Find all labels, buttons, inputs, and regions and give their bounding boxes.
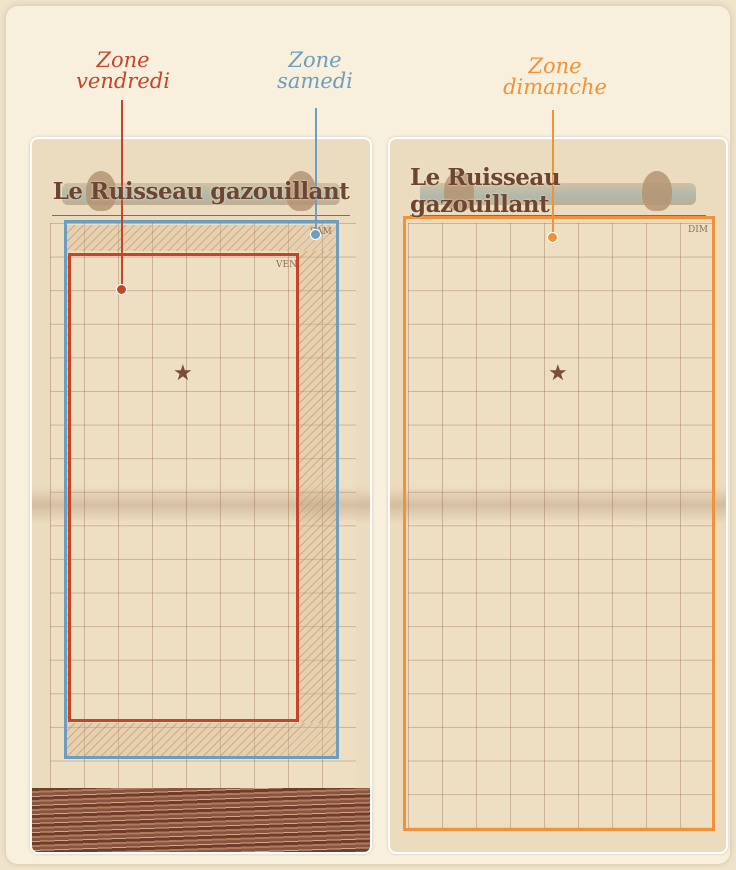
masthead-left: Le Ruisseau gazouillant (52, 167, 350, 215)
masthead-title: Le Ruisseau gazouillant (410, 164, 706, 218)
leader-samedi (315, 108, 317, 232)
label-samedi-line2: samedi (255, 71, 375, 92)
label-zone-samedi: Zone samedi (255, 50, 375, 92)
label-zone-dimanche: Zone dimanche (490, 56, 620, 98)
label-dimanche-line2: dimanche (490, 77, 620, 98)
wood-strip (32, 788, 370, 852)
label-dimanche-line1: Zone (490, 56, 620, 77)
label-samedi-line1: Zone (255, 50, 375, 71)
pin-vendredi (116, 284, 127, 295)
label-vendredi-line1: Zone (58, 50, 188, 71)
label-vendredi-line2: vendredi (58, 71, 188, 92)
masthead-title: Le Ruisseau gazouillant (53, 178, 350, 205)
pin-samedi (310, 229, 321, 240)
masthead-right: Le Ruisseau gazouillant (410, 167, 706, 215)
label-zone-vendredi: Zone vendredi (58, 50, 188, 92)
pin-dimanche (547, 232, 558, 243)
zone-dimanche-box (403, 216, 715, 831)
zone-vendredi-box (68, 253, 299, 722)
